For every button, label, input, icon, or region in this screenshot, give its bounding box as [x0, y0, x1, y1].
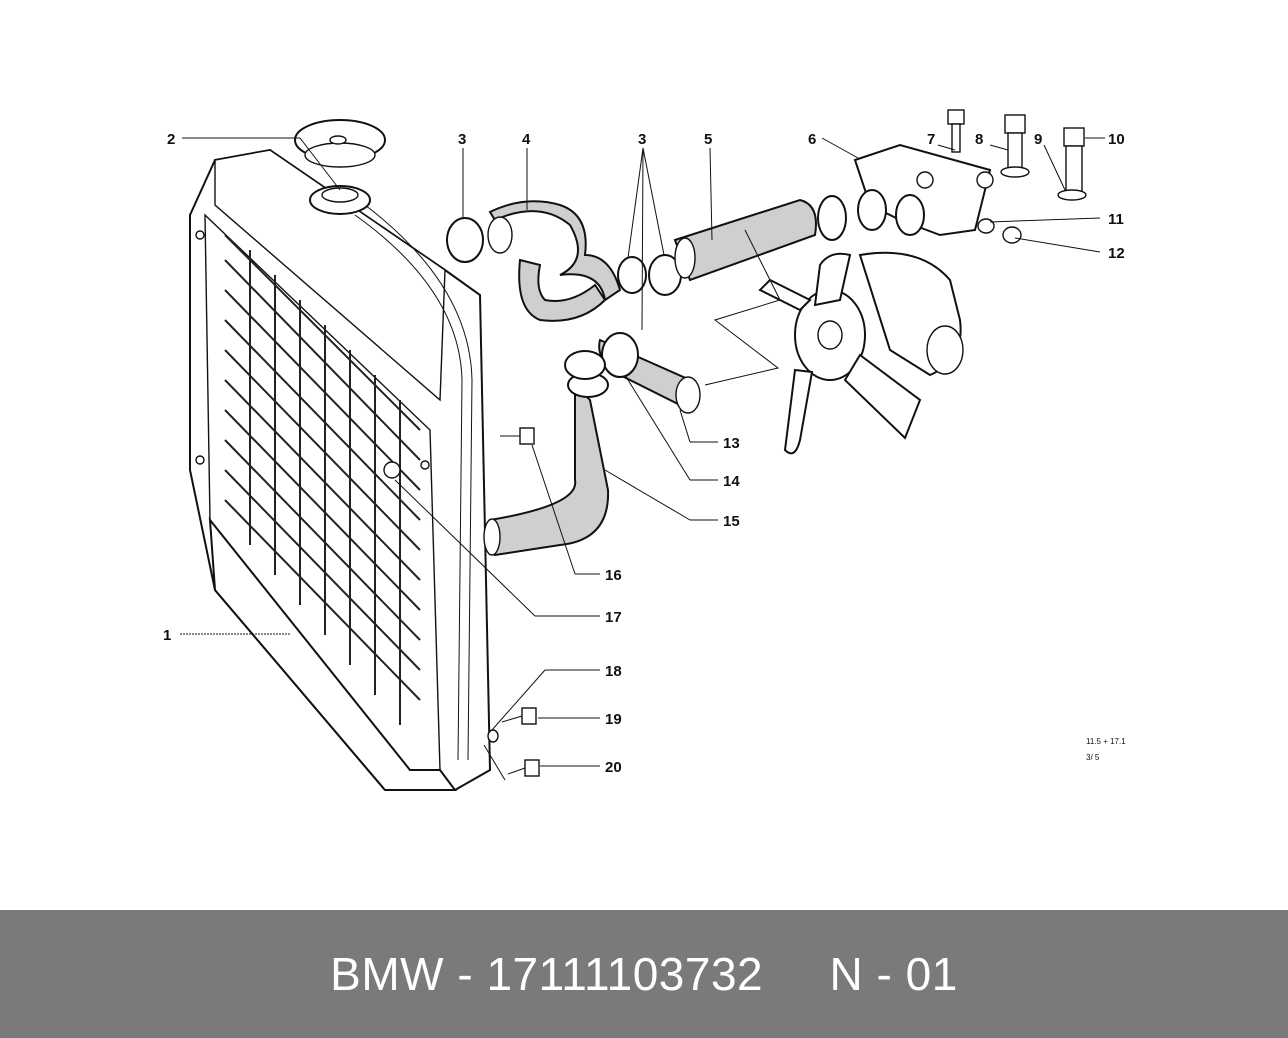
- leader-lines: [180, 137, 1105, 781]
- part-number-caption: BMW - 17111103732 N - 01: [330, 948, 958, 1000]
- callout-20: 20: [605, 759, 622, 776]
- part-number-footer: BMW - 17111103732 N - 01: [0, 910, 1288, 1038]
- callout-17: 17: [605, 609, 622, 626]
- hose-clamps: [446, 195, 847, 296]
- bypass-hose: [598, 332, 701, 414]
- callout-19: 19: [605, 711, 622, 728]
- bolts: [487, 427, 540, 777]
- callout-9: 9: [1034, 131, 1042, 148]
- callout-18: 18: [605, 663, 622, 680]
- thermostat-housing: [853, 143, 994, 237]
- callout-2: 2: [167, 131, 175, 148]
- callout-8: 8: [975, 131, 983, 148]
- callout-5: 5: [704, 131, 712, 148]
- long-hose: [673, 198, 817, 282]
- radiator: [189, 148, 492, 791]
- exploded-parts-diagram: 1 2 3 4 3 5 6 7 8 9 10 11 12 13 14 15 16…: [163, 109, 1126, 791]
- callout-7: 7: [927, 131, 935, 148]
- callout-3a: 3: [458, 131, 466, 148]
- sensor-parts: [947, 109, 1087, 244]
- upper-hose: [487, 200, 622, 322]
- callout-4: 4: [522, 131, 531, 148]
- callout-10: 10: [1108, 131, 1125, 148]
- water-pump-fan: [758, 251, 964, 455]
- callout-16: 16: [605, 567, 622, 584]
- lower-hose: [483, 350, 610, 557]
- diagram-note-ref: 11.5 + 17.1: [1086, 737, 1126, 746]
- callout-6: 6: [808, 131, 816, 148]
- diagram-note-page: 3/ 5: [1086, 753, 1100, 762]
- callout-1: 1: [163, 627, 171, 644]
- callout-12: 12: [1108, 245, 1125, 262]
- callout-15: 15: [723, 513, 740, 530]
- callout-11: 11: [1108, 211, 1124, 228]
- callout-14: 14: [723, 473, 740, 490]
- cooling-system-drawing: 1 2 3 4 3 5 6 7 8 9 10 11 12 13 14 15 16…: [163, 109, 1126, 791]
- callout-3b: 3: [638, 131, 646, 148]
- callout-labels: 1 2 3 4 3 5 6 7 8 9 10 11 12 13 14 15 16…: [163, 131, 1126, 776]
- radiator-cap: [294, 119, 386, 215]
- callout-13: 13: [723, 435, 740, 452]
